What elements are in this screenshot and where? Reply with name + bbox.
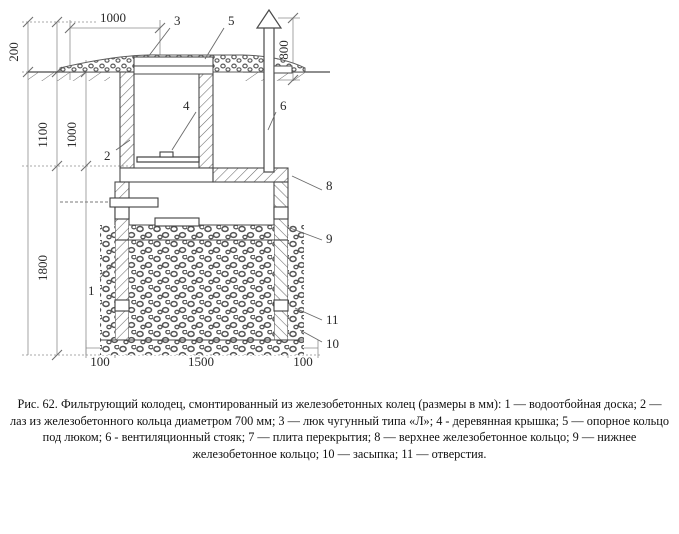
wooden-cover-handle [159,151,174,158]
callout-11: 11 [326,312,339,327]
wall-openings [114,206,289,312]
gravel-base [100,340,304,355]
dim-100-right: 100 [293,354,313,369]
figure-caption: Рис. 62. Фильтрующий колодец, смонтирова… [10,397,669,461]
callout-9: 9 [326,231,333,246]
wooden-cover [136,156,200,163]
dim-800-vent: 800 [276,40,291,60]
gravel-inside [129,225,274,340]
callout-3: 3 [174,13,181,28]
gravel-outside-right [288,225,304,340]
gravel-fill [100,224,304,355]
dim-1500: 1500 [188,354,214,369]
concrete-structure [114,56,289,341]
vent-pipe [263,21,275,173]
dim-1100: 1100 [35,122,50,148]
inlet-and-deflector [60,197,200,227]
callout-5: 5 [228,13,235,28]
slab-left-open [119,167,214,183]
vent-cap [255,8,283,29]
cover-slab [212,167,289,183]
ventilation-stack [255,8,293,173]
callout-6: 6 [280,98,287,113]
cast-iron-hatch [133,56,214,67]
dim-1000-top: 1000 [100,10,126,25]
leader-lines [99,27,323,343]
gravel-outside-left [100,225,115,340]
callout-10: 10 [326,336,339,351]
water-deflector-board [154,217,200,227]
access-shaft-left-wall [119,71,135,169]
callout-8: 8 [326,178,333,193]
callout-4: 4 [183,98,190,113]
lower-ring-right [273,239,289,341]
dim-1800: 1800 [35,255,50,281]
callout-1: 1 [88,283,95,298]
lower-ring-left [114,239,130,341]
callout-2: 2 [104,148,111,163]
dim-1000-inner: 1000 [64,122,79,148]
access-shaft-right-wall [198,71,214,169]
vent-branch [273,65,293,74]
support-ring [133,65,214,75]
inlet-pipe [109,197,159,208]
dim-200: 200 [6,42,21,62]
dim-100-left: 100 [90,354,110,369]
